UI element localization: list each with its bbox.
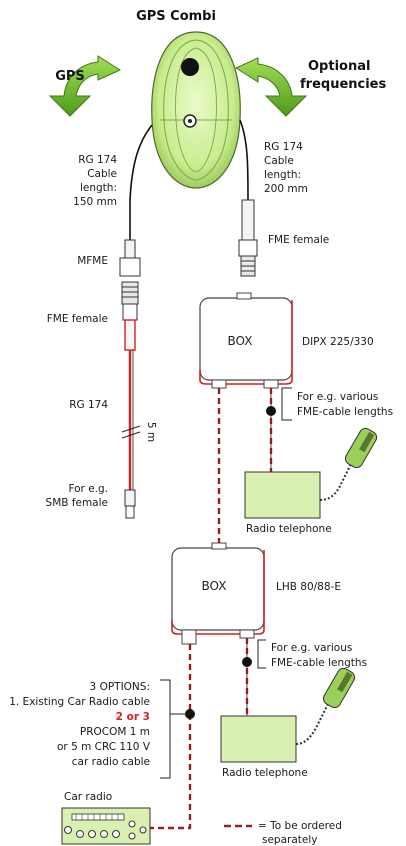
optional-frequencies-label-2: frequencies [300, 77, 386, 92]
smb-female-connector [124, 489, 136, 519]
box1-note-line1: For e.g. various [297, 391, 378, 403]
fme-female-left-label: FME female [47, 313, 108, 325]
box2-label: BOX [202, 579, 227, 593]
cable-left-line4: 150 mm [73, 196, 117, 208]
title: GPS Combi [136, 9, 216, 24]
cable-right [239, 119, 249, 240]
cable-left-line3: length: [80, 182, 117, 194]
options-line1: 3 OPTIONS: [90, 681, 150, 693]
box-lhb [171, 542, 265, 645]
radio-telephone-1 [244, 427, 378, 519]
box1-label: BOX [228, 334, 253, 348]
smb-line1: For e.g. [68, 483, 108, 495]
fme-female-connector-left [121, 281, 139, 351]
fme-female-connector-right [238, 199, 258, 277]
options-line3: 2 or 3 [116, 711, 150, 723]
cable-left [129, 124, 153, 240]
cable-right-line3: length: [264, 169, 301, 181]
cable-right-line4: 200 mm [264, 183, 308, 195]
mfme-label: MFME [77, 255, 108, 267]
gps-antenna-icon [151, 31, 241, 189]
radio-telephone-2 [220, 667, 356, 763]
box2-junction-dot [242, 657, 252, 667]
cable-right-line1: RG 174 [264, 141, 303, 153]
box2-note-line1: For e.g. various [271, 642, 352, 654]
box-dipx [199, 292, 293, 389]
legend-line1: = To be ordered [258, 820, 342, 832]
phone2-label: Radio telephone [222, 767, 308, 779]
box2-note-line2: FME-cable lengths [271, 657, 367, 669]
optional-frequencies-arrow-icon [234, 57, 308, 117]
gps-label: GPS [55, 69, 85, 84]
box1-junction-dot [266, 406, 276, 416]
options-line5: or 5 m CRC 110 V [57, 741, 151, 753]
phone1-label: Radio telephone [246, 523, 332, 535]
options-line6: car radio cable [72, 756, 150, 768]
fme-female-right-label: FME female [268, 234, 329, 246]
car-radio-label: Car radio [64, 791, 112, 803]
cable-left-line2: Cable [87, 168, 117, 180]
cable-right-line2: Cable [264, 155, 294, 167]
car-radio-icon [61, 807, 151, 845]
options-line2: 1. Existing Car Radio cable [9, 696, 150, 708]
length-5m-label: 5 m [145, 422, 157, 442]
gps-arrow-icon [48, 55, 122, 117]
cable-left-line1: RG 174 [78, 154, 117, 166]
mfme-connector [119, 239, 141, 277]
legend-line2: separately [262, 834, 318, 846]
optional-frequencies-label-1: Optional [308, 59, 370, 74]
rg174-label: RG 174 [69, 399, 108, 411]
box2-model: LHB 80/88-E [276, 581, 341, 593]
box1-model: DIPX 225/330 [302, 336, 374, 348]
box1-note-line2: FME-cable lengths [297, 406, 393, 418]
smb-line2: SMB female [46, 497, 108, 509]
options-line4: PROCOM 1 m [80, 726, 150, 738]
